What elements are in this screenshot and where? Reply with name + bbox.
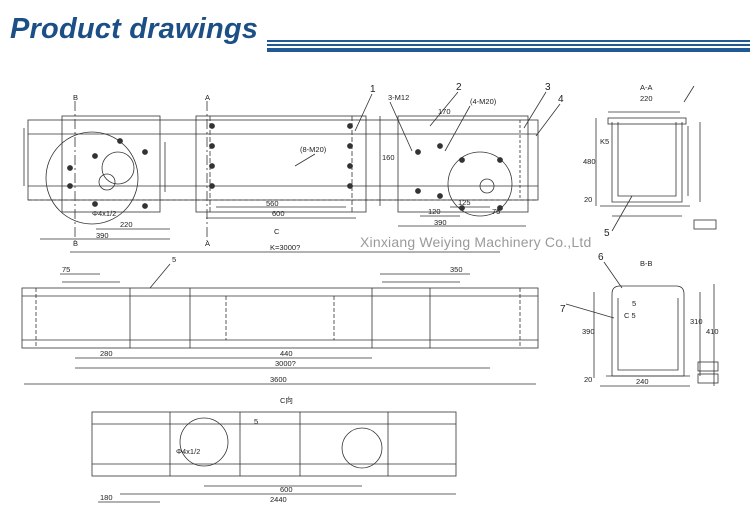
dimension-label: 480: [583, 157, 596, 166]
callout-number: 6: [598, 252, 604, 263]
dimension-label: 160: [382, 153, 395, 162]
section-label: B: [73, 239, 78, 248]
weld-note: K5: [600, 137, 609, 146]
dimension-label: 75: [62, 265, 70, 274]
dimension-label: 350: [450, 265, 463, 274]
dimension-label: 390: [582, 327, 595, 336]
weld-note: 3-M12: [388, 93, 409, 102]
hole-circle: [447, 151, 513, 217]
header-stripes: [267, 40, 750, 52]
side-view: [21, 251, 539, 385]
section-label: B-B: [640, 259, 653, 268]
technical-drawing: B A A B C A-A B-B C向 1 2 3 4 5 6 7 560 6…: [21, 82, 719, 504]
dimension-label: 180: [100, 493, 113, 502]
weld-note: 5: [632, 299, 636, 308]
hole-circle: [179, 417, 229, 467]
dimension-label: 75: [492, 207, 500, 216]
dimension-label: 120: [428, 207, 441, 216]
section-label: C: [274, 227, 280, 236]
weld-note: Φ4x1/2: [92, 209, 116, 218]
page-title-text: Product drawings: [10, 13, 259, 45]
section-label: A: [205, 93, 210, 102]
weld-note: (4-M20): [470, 97, 497, 106]
dimension-label: 560: [266, 199, 279, 208]
hole-circle: [479, 178, 495, 194]
dimension-label: 2440: [270, 495, 287, 504]
dimension-label: 3600: [270, 375, 287, 384]
dimension-label: 240: [636, 377, 649, 386]
callout-number: 5: [604, 228, 610, 239]
weld-note: C 5: [624, 311, 636, 320]
stripe-line: [267, 44, 750, 46]
callout-number: 3: [545, 82, 551, 93]
callout-number: 1: [370, 84, 376, 95]
dimension-label: 20: [584, 195, 592, 204]
dimension-label: 20: [584, 375, 592, 384]
dimension-label: 440: [280, 349, 293, 358]
stripe-line: [267, 48, 750, 52]
dimension-label: 310: [690, 317, 703, 326]
hole-circle: [101, 151, 135, 185]
callout-number: 4: [558, 94, 564, 105]
dimension-label: 170: [438, 107, 451, 116]
weld-note: (8-M20): [300, 145, 327, 154]
stripe-line: [267, 40, 750, 42]
dimension-label: 220: [640, 94, 653, 103]
dimension-label: 390: [96, 231, 109, 240]
section-label: B: [73, 93, 78, 102]
top-view: [23, 91, 561, 241]
section-label: A: [205, 239, 210, 248]
callout-number: 7: [560, 304, 566, 315]
weld-note: 5: [172, 255, 176, 264]
dimension-label: 600: [272, 209, 285, 218]
callout-number: 2: [456, 82, 462, 93]
view-c: [91, 411, 457, 503]
dimension-label: 3000?: [275, 359, 296, 368]
dimension-label: 125: [458, 198, 471, 207]
page-title: Product drawings: [10, 13, 258, 46]
dimension-label: 390: [434, 218, 447, 227]
section-bb: [565, 261, 719, 387]
section-label: A-A: [640, 83, 653, 92]
section-label: C向: [280, 395, 293, 405]
hole-circle: [45, 131, 139, 225]
dimension-label: 220: [120, 220, 133, 229]
section-aa: [595, 85, 717, 232]
dimension-label: 410: [706, 327, 719, 336]
weld-note: 5: [254, 417, 258, 426]
hole-circle: [341, 427, 383, 469]
dimension-label: K=3000?: [270, 243, 300, 252]
watermark-text: Xinxiang Weiying Machinery Co.,Ltd: [360, 234, 592, 250]
dimension-label: 600: [280, 485, 293, 494]
weld-note: Φ4x1/2: [176, 447, 200, 456]
hole-circle: [98, 173, 116, 191]
dimension-label: 280: [100, 349, 113, 358]
header-banner: Product drawings: [0, 0, 750, 56]
